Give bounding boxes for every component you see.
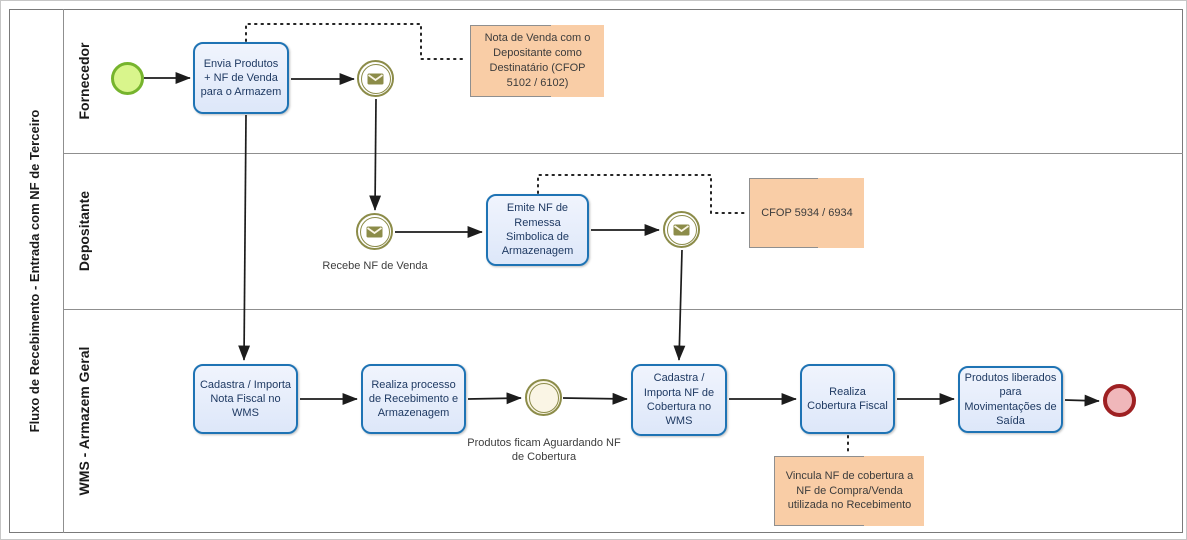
pool-title-separator [63, 9, 64, 533]
task-label: Cadastra / Importa Nota Fiscal no WMS [199, 378, 292, 420]
task-realiza-processo-recebimento[interactable]: Realiza processo de Recebimento e Armaze… [361, 364, 466, 434]
annotation-cfop[interactable]: CFOP 5934 / 6934 [749, 178, 864, 248]
task-label: Realiza processo de Recebimento e Armaze… [368, 378, 459, 420]
task-produtos-liberados[interactable]: Produtos liberados para Movimentações de… [958, 366, 1063, 433]
task-label: Emite NF de Remessa Simbolica de Armazen… [501, 202, 574, 258]
start-event[interactable] [111, 62, 144, 95]
event-inner-ring [666, 214, 697, 245]
message-icon [366, 226, 383, 237]
task-label: Realiza Cobertura Fiscal [807, 385, 888, 412]
lane-label-depositante: Depositante [76, 190, 92, 272]
task-label: Envia Produtos + NF de Venda para o Arma… [200, 57, 282, 99]
pool-title: Fluxo de Recebimento - Entrada com NF de… [27, 109, 42, 433]
annotation-text: Nota de Venda com o Depositante como Des… [484, 32, 591, 89]
task-label: Produtos liberados para Movimentações de… [964, 371, 1057, 427]
message-icon [673, 224, 690, 235]
task-envia-produtos[interactable]: Envia Produtos + NF de Venda para o Arma… [193, 42, 289, 114]
task-emite-nf-remessa[interactable]: Emite NF de Remessa Simbolica de Armazen… [486, 194, 589, 266]
intermediate-wait-event[interactable] [525, 379, 562, 416]
lane-divider-2 [63, 309, 1183, 310]
task-cadastra-importa-nota-fiscal[interactable]: Cadastra / Importa Nota Fiscal no WMS [193, 364, 298, 434]
annotation-vincula-nf[interactable]: Vincula NF de cobertura a NF de Compra/V… [774, 456, 924, 526]
task-realiza-cobertura-fiscal[interactable]: Realiza Cobertura Fiscal [800, 364, 895, 434]
event-inner-ring [359, 216, 390, 247]
task-label: Cadastra / Importa NF de Cobertura no WM… [643, 372, 715, 428]
event-inner-ring [360, 63, 391, 94]
annotation-nota-de-venda[interactable]: Nota de Venda com o Depositante como Des… [470, 25, 604, 97]
message-throw-event-fornecedor[interactable] [357, 60, 394, 97]
lane-label-wms-armazem-geral: WMS - Armazem Geral [76, 346, 92, 496]
message-catch-event-recebe-nf[interactable] [356, 213, 393, 250]
event-label-recebe-nf-de-venda: Recebe NF de Venda [322, 260, 428, 272]
event-label-produtos-aguardando: Produtos ficam Aguardando NF de Cobertur… [467, 437, 621, 464]
lane-divider-1 [63, 153, 1183, 154]
end-event[interactable] [1103, 384, 1136, 417]
message-throw-event-depositante[interactable] [663, 211, 700, 248]
annotation-text: CFOP 5934 / 6934 [761, 206, 853, 219]
annotation-text: Vincula NF de cobertura a NF de Compra/V… [785, 469, 914, 512]
task-cadastra-importa-nf-cobertura[interactable]: Cadastra / Importa NF de Cobertura no WM… [631, 364, 727, 436]
event-inner-ring [528, 382, 559, 413]
message-icon [367, 73, 384, 84]
